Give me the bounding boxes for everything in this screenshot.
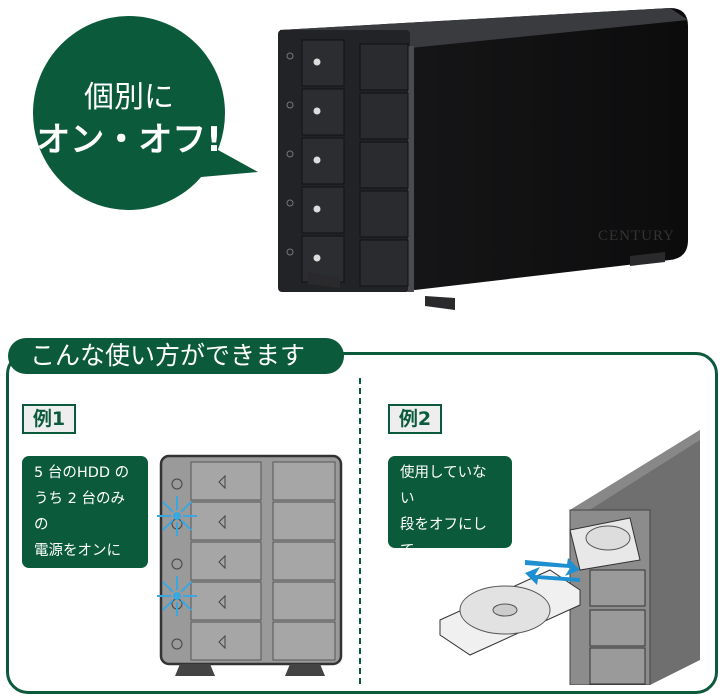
drive-bay	[190, 621, 262, 661]
text-line: 段をオフにして	[400, 517, 487, 559]
drive-bay	[359, 141, 409, 189]
drive-bay	[272, 541, 336, 581]
bubble-text-line2: オン・オフ!	[36, 120, 222, 160]
power-button-icon	[286, 52, 294, 60]
example2-description: 使用していない 段をオフにして HDD を交換。	[388, 456, 512, 585]
speech-bubble	[33, 16, 258, 210]
power-button-icon	[286, 248, 294, 256]
power-button-icon	[171, 558, 183, 570]
bubble-text-line1: 個別に	[84, 80, 174, 115]
example2-illustration	[439, 430, 700, 685]
drive-bay	[272, 581, 336, 621]
swap-arrow-icon	[525, 558, 580, 576]
power-led-on-icon	[157, 496, 197, 536]
drive-bay	[301, 186, 345, 234]
drive-bay	[272, 501, 336, 541]
usage-panel	[6, 352, 718, 694]
drive-bay	[301, 88, 345, 136]
bay-lock-icon	[313, 58, 321, 66]
example1-label: 例1	[22, 404, 76, 434]
drive-bay	[190, 581, 262, 621]
example1-illustration	[157, 454, 343, 676]
drive-bay	[272, 621, 336, 661]
text-line: 電源をオンに	[34, 543, 121, 559]
century-logo: CENTURY	[598, 228, 675, 244]
bay-lock-icon	[313, 156, 321, 164]
drive-bay	[272, 461, 336, 501]
power-button-icon	[286, 199, 294, 207]
bay-lock-icon	[313, 205, 321, 213]
power-button-icon	[171, 638, 183, 650]
divider	[359, 378, 361, 684]
text-line: うち 2 台のみの	[34, 491, 125, 533]
drive-bay	[301, 39, 345, 87]
example2-label: 例2	[388, 404, 442, 434]
example1-description: 5 台のHDD の うち 2 台のみの 電源をオンに して使用。	[22, 456, 148, 585]
usage-heading: こんな使い方ができます	[8, 338, 344, 374]
drive-bay	[190, 461, 262, 501]
power-led-on-icon	[157, 576, 197, 616]
power-button-icon	[286, 150, 294, 158]
bay-lock-icon	[313, 107, 321, 115]
drive-bay	[190, 501, 262, 541]
text-line: 5 台のHDD の	[34, 465, 130, 481]
drive-bay	[359, 239, 409, 287]
hdd-enclosure-photo: CENTURY	[278, 8, 688, 310]
text-line: して使用。	[34, 569, 107, 585]
drive-bay	[301, 137, 345, 185]
drive-bay	[359, 43, 409, 91]
power-button-icon	[286, 101, 294, 109]
drive-bay	[301, 235, 345, 283]
bay-lock-icon	[313, 254, 321, 262]
power-button-icon	[171, 478, 183, 490]
text-line: 使用していない	[400, 465, 487, 507]
drive-bay	[190, 541, 262, 581]
drive-bay	[359, 190, 409, 238]
drive-bay	[359, 92, 409, 140]
text-line: HDD を交換。	[400, 569, 496, 585]
